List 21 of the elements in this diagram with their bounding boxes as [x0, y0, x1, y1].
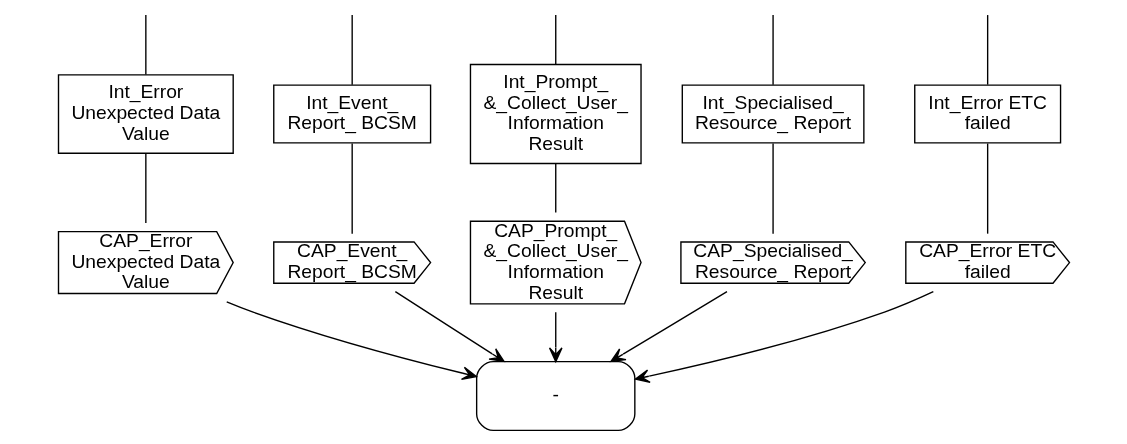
- connector: [351, 14, 353, 86]
- node-box: Int_Prompt_ &_Collect_User_ Information Result: [469, 63, 642, 165]
- connector: [986, 14, 988, 86]
- connector: [554, 162, 556, 214]
- node-box: Int_Event_ Report_ BCSM: [272, 84, 431, 144]
- arrow: [548, 311, 563, 363]
- node-box: Int_Specialised_ Resource_ Report: [681, 84, 865, 144]
- arrow: [634, 291, 934, 383]
- node-box: -: [475, 360, 636, 432]
- node-box: Int_Error Unexpected Data Value: [57, 74, 234, 154]
- arrow: [609, 291, 728, 363]
- connector: [986, 142, 988, 235]
- connector: [771, 142, 774, 235]
- connector: [351, 142, 353, 235]
- connector: [554, 14, 556, 66]
- connector: [144, 14, 147, 76]
- arrow: [225, 301, 477, 380]
- arrow: [394, 291, 505, 363]
- connector: [771, 14, 774, 86]
- connector: [144, 152, 147, 224]
- node-box: Int_Error ETC failed: [913, 84, 1061, 144]
